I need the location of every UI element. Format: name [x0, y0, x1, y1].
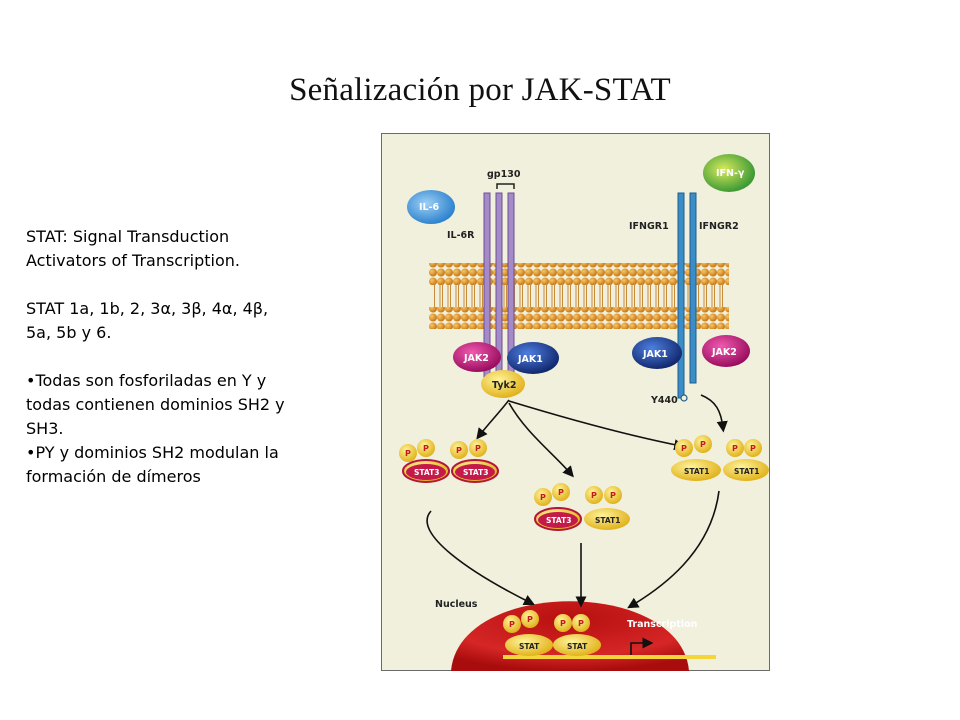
stat-label: STAT	[519, 642, 540, 651]
phospho-label: P	[456, 446, 462, 455]
stat1-label: STAT1	[595, 516, 621, 525]
nucleus-label: Nucleus	[435, 599, 478, 610]
transcription-label: Transcription	[627, 619, 698, 630]
y440-site	[680, 394, 688, 402]
bullet-2-line-1: PY y dominios SH2 modulan la	[26, 441, 351, 465]
phospho-label: P	[681, 444, 687, 453]
arrow-stat1-to-nucleus	[627, 490, 720, 609]
ifngr2-label: IFNGR2	[699, 221, 739, 232]
phospho-label: P	[509, 620, 515, 629]
stat3-label: STAT3	[414, 468, 440, 477]
phospho-label: P	[527, 615, 533, 624]
nuclear-stat-dimer	[503, 610, 601, 656]
jak2-right	[702, 335, 750, 367]
bullet-1-line-3: SH3.	[26, 419, 64, 438]
stat-list-line-1: STAT 1a, 1b, 2, 3α, 3β, 4α, 4β,	[26, 299, 269, 318]
definition-line-2: Activators of Transcription.	[26, 251, 241, 270]
stat3-label: STAT3	[463, 468, 489, 477]
jak-stat-diagram: gp130 IL-6 IL-6R IFN-γ IFNGR1 IFNGR2 JAK…	[381, 133, 770, 671]
slide-title: Señalización por JAK-STAT	[289, 72, 671, 108]
jak1-left-label: JAK1	[517, 354, 543, 365]
diagram-panel	[381, 133, 770, 671]
stat1-label: STAT1	[734, 467, 760, 476]
phospho-label: P	[423, 444, 429, 453]
tyk2-label: Tyk2	[492, 380, 516, 391]
ifngr1-label: IFNGR1	[629, 221, 669, 232]
arrow-y440	[700, 394, 728, 433]
phospho-label: P	[732, 444, 738, 453]
stat3-label: STAT3	[546, 516, 572, 525]
jak2-right-label: JAK2	[711, 347, 737, 358]
il6r-label: IL-6R	[447, 230, 475, 241]
arrow-to-stat3-dimer	[476, 399, 510, 440]
phospho-label: P	[558, 488, 564, 497]
definition-line-1: STAT: Signal Transduction	[26, 227, 230, 246]
il6-ligand	[407, 190, 455, 224]
transcription-arrow	[630, 637, 654, 656]
text-block: STAT: Signal Transduction Activators of …	[26, 225, 351, 489]
jak1-right	[632, 337, 682, 369]
bullet-2-line-2: formación de dímeros	[26, 467, 201, 486]
jak1-left	[507, 342, 559, 374]
phospho-label: P	[560, 619, 566, 628]
jak2-left	[453, 342, 501, 372]
stat1-dimer	[671, 435, 769, 481]
gp130-bracket	[496, 183, 515, 189]
arrow-to-heterodimer	[508, 402, 574, 478]
arrow-to-stat1-dimer	[508, 400, 686, 451]
stat-label: STAT	[567, 642, 588, 651]
bullet-1-line-2: todas contienen dominios SH2 y	[26, 395, 285, 414]
bullet-1-line-1: Todas son fosforiladas en Y y	[26, 369, 351, 393]
phospho-label: P	[405, 449, 411, 458]
ifn-gamma-ligand	[703, 154, 755, 192]
jak1-right-label: JAK1	[642, 349, 668, 360]
arrow-stat3-to-nucleus	[426, 510, 536, 606]
gp130-label: gp130	[487, 169, 521, 180]
tyk2	[481, 370, 525, 398]
jak2-left-label: JAK2	[463, 353, 489, 364]
phospho-label: P	[540, 493, 546, 502]
phospho-label: P	[475, 444, 481, 453]
phospho-label: P	[700, 440, 706, 449]
phospho-label: P	[610, 491, 616, 500]
phospho-label: P	[591, 491, 597, 500]
stat3-stat1-heterodimer	[534, 483, 630, 531]
y440-label: Y440	[650, 395, 678, 406]
stat3-dimer	[399, 439, 499, 483]
ifn-gamma-label: IFN-γ	[716, 168, 745, 179]
stat1-label: STAT1	[684, 467, 710, 476]
phospho-label: P	[750, 444, 756, 453]
il6-label: IL-6	[419, 202, 440, 213]
phospho-label: P	[578, 619, 584, 628]
stat-list-line-2: 5a, 5b y 6.	[26, 323, 112, 342]
